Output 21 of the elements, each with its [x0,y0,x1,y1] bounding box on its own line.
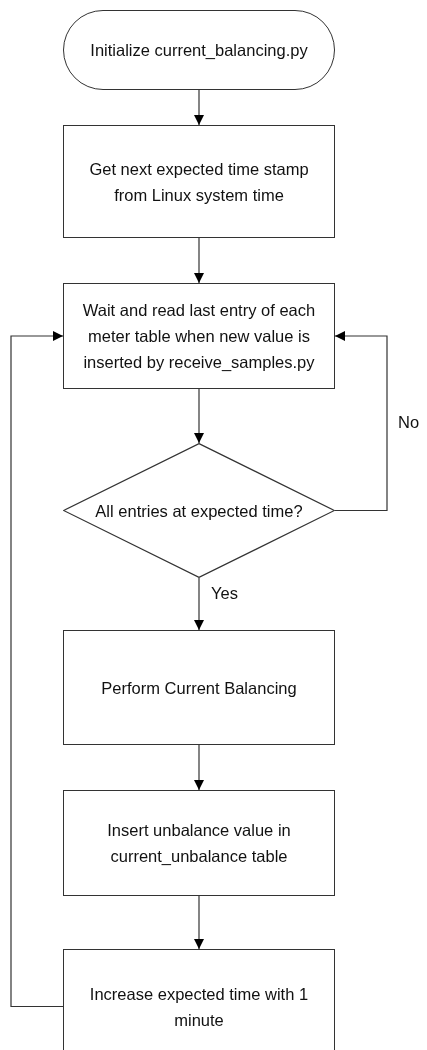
arrow [194,388,204,444]
arrow [334,331,388,512]
arrow [194,237,204,284]
arrow [10,331,64,1008]
arrow [194,89,204,126]
arrow [194,577,204,631]
process-box [63,125,335,238]
node-text: Wait and read last entry of each meter table when new value is inserted by receive_samples.py [81,300,317,373]
node-text: Insert unbalance value in current_unbalance table [106,820,292,867]
arrow [194,744,204,791]
node-text: All entries at expected time? [95,500,303,522]
node-text: Initialize current_balancing.py [90,40,308,61]
node-text: Perform Current Balancing [101,677,297,699]
node-text: Get next expected time stamp from Linux system time [88,158,310,206]
process-box [63,790,335,896]
process-box [63,630,335,745]
node-text: Increase expected time with 1 minute [88,983,310,1031]
process-box [63,949,335,1050]
process-box [63,283,335,389]
arrow [194,895,204,950]
decision-diamond [63,443,335,578]
